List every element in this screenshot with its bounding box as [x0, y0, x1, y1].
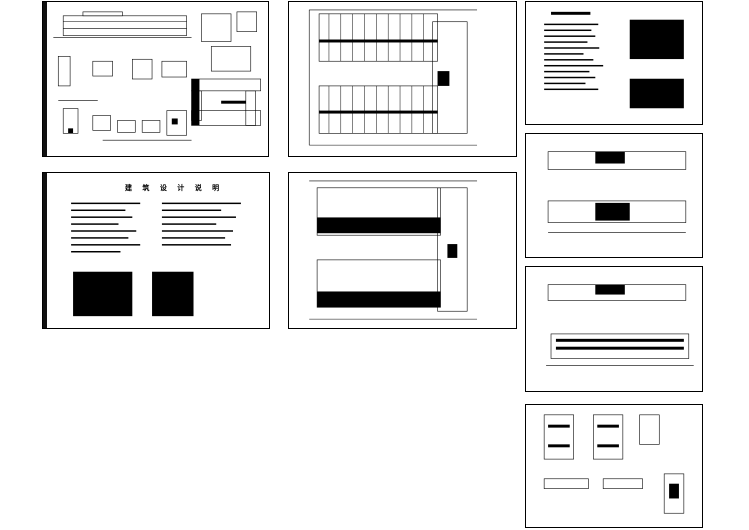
design-notes-small-drawing [544, 11, 684, 109]
roof-elevation-drawing [546, 284, 694, 366]
design-notes-sheet-small[interactable] [525, 1, 703, 125]
first-floor-plan-drawing [308, 9, 478, 146]
second-floor-plan-drawing [309, 180, 478, 320]
section-stair-sheet[interactable] [525, 404, 703, 528]
detail-elevation-drawing [53, 11, 261, 141]
sheet-heading: 建 筑 设 计 说 明 [125, 183, 224, 192]
title-block-strip [43, 2, 47, 156]
section-stair-drawing [543, 414, 685, 514]
design-notes-sheet[interactable]: 建 筑 设 计 说 明 [42, 172, 270, 329]
detail-elevation-sheet[interactable] [42, 1, 269, 157]
roof-elevation-sheet[interactable] [525, 266, 703, 392]
first-floor-plan-sheet[interactable] [288, 1, 517, 157]
small-plan-drawing [547, 151, 687, 233]
small-plan-sheet-a[interactable] [525, 133, 703, 258]
design-notes-drawing [71, 202, 241, 317]
title-block-strip [43, 173, 47, 328]
second-floor-plan-sheet[interactable] [288, 172, 517, 329]
